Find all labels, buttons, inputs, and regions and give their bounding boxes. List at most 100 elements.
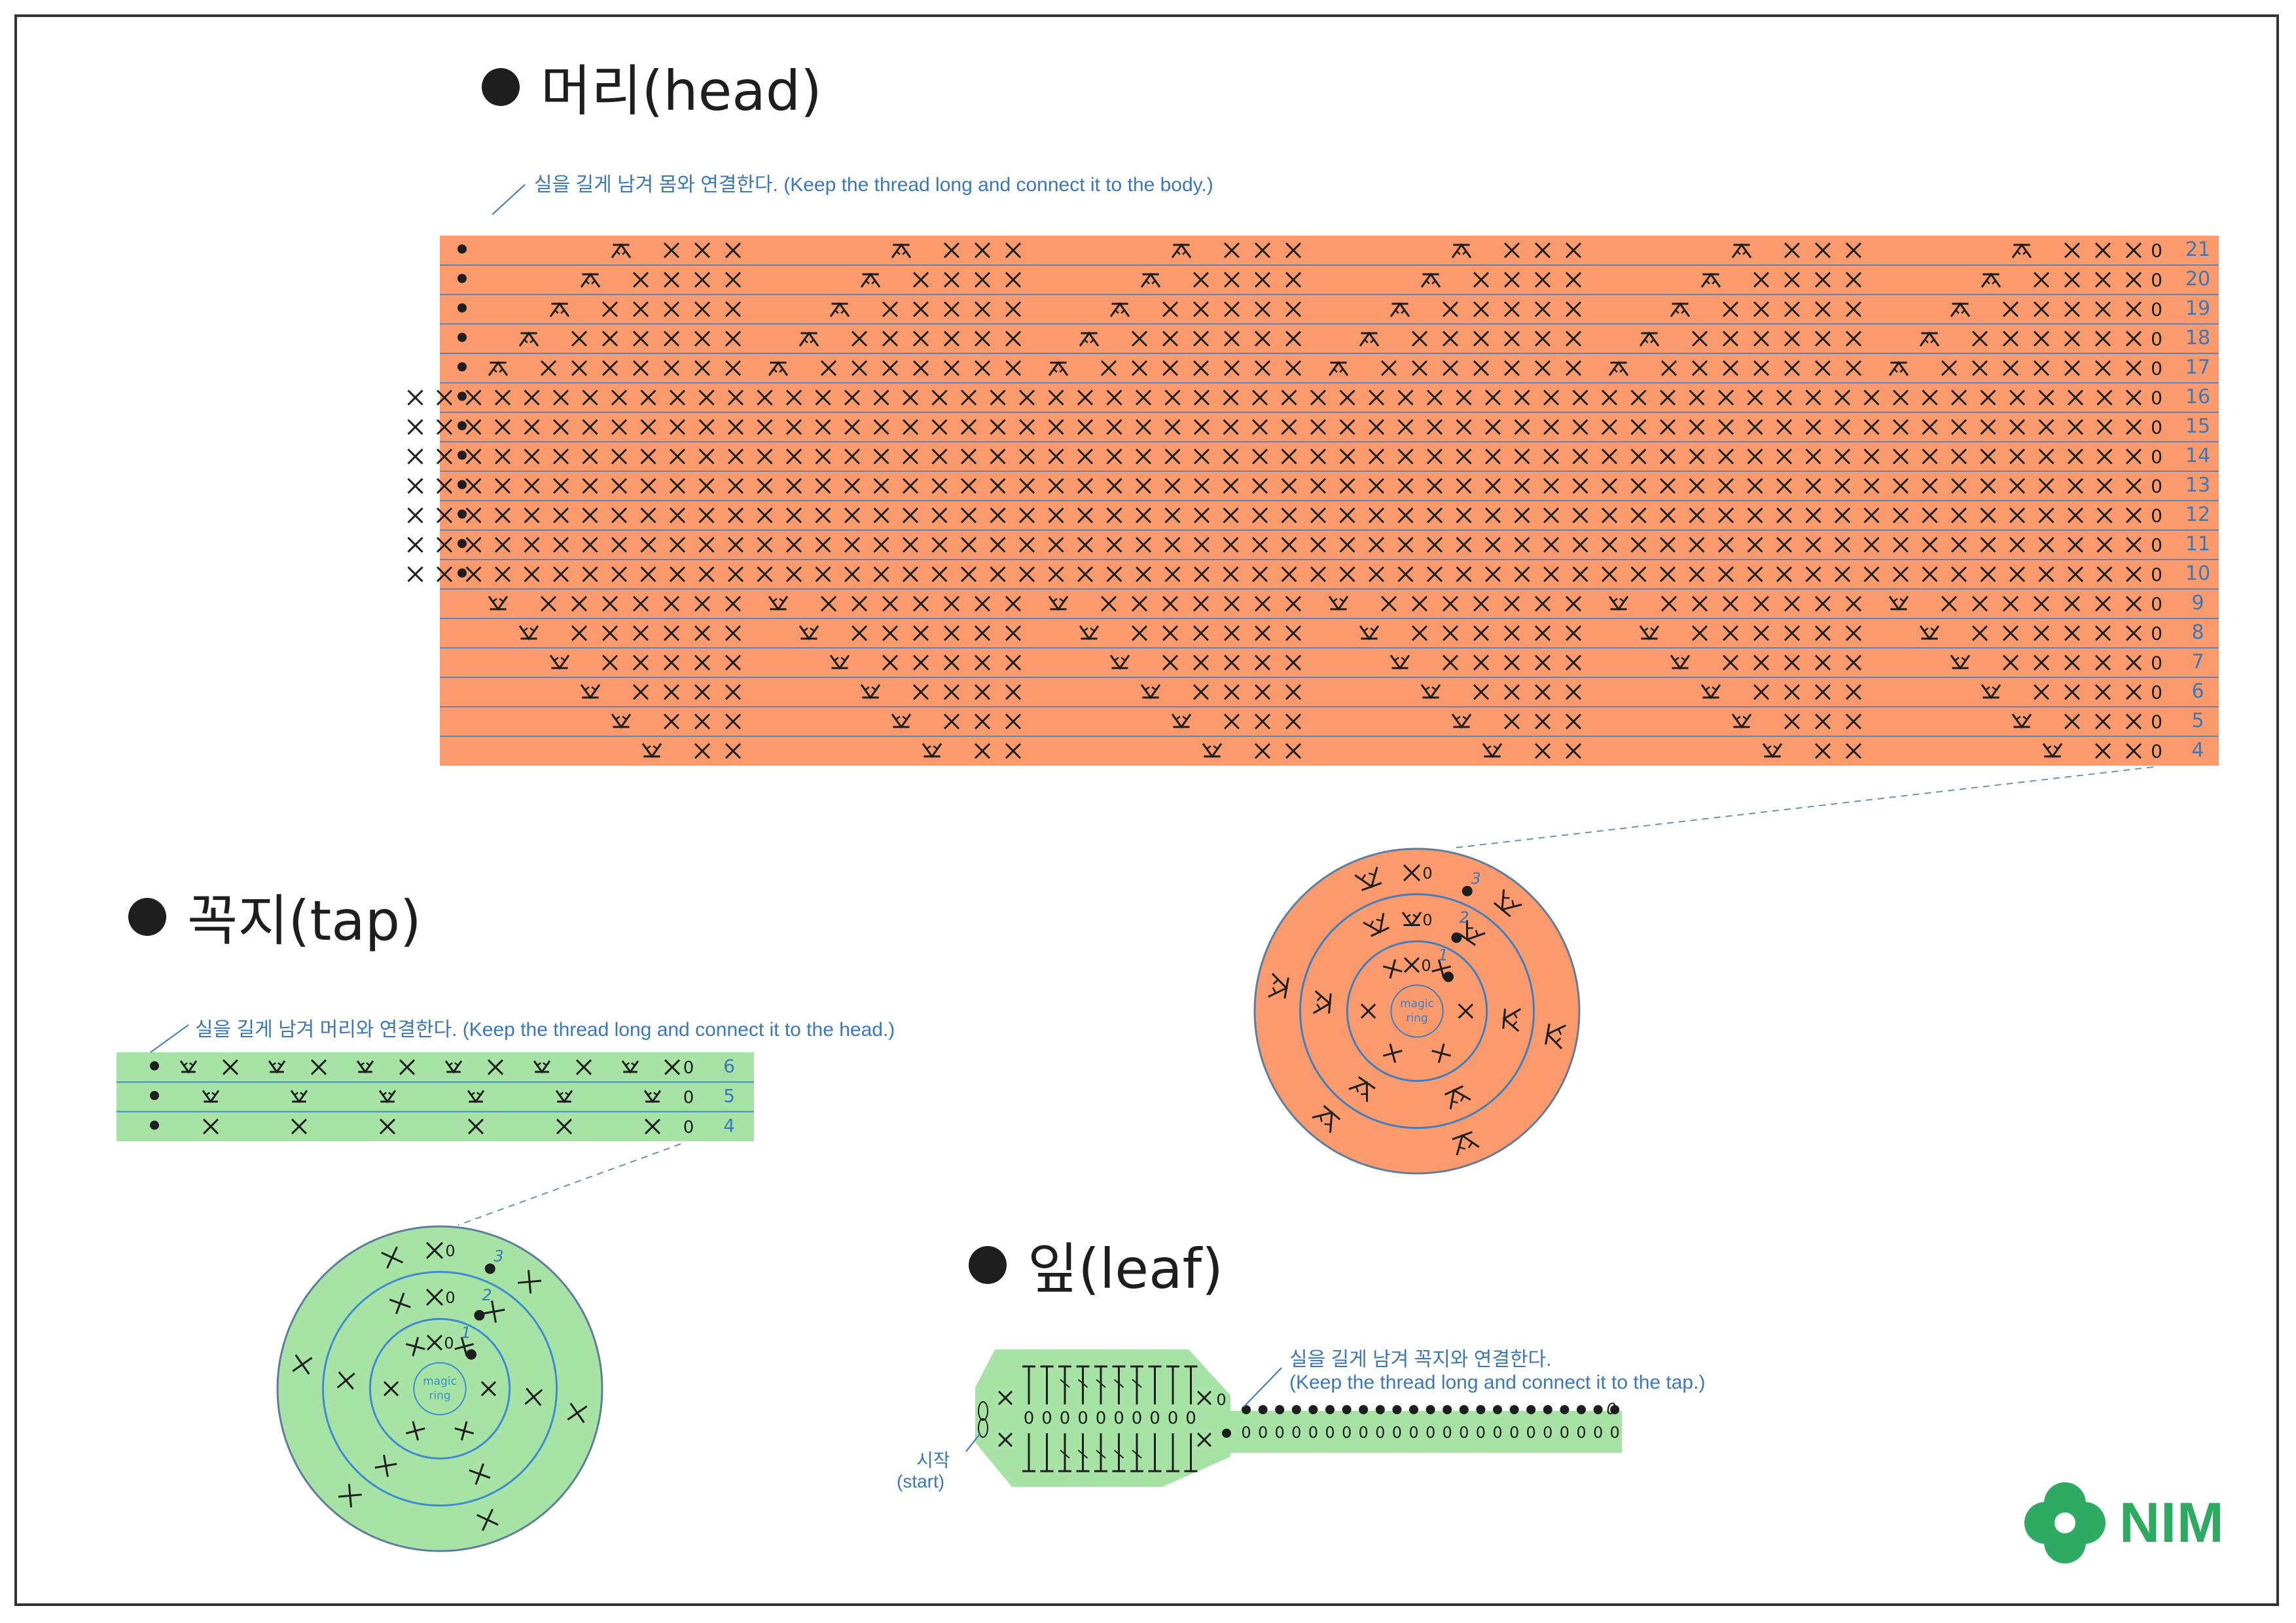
sc-stitch bbox=[974, 242, 991, 259]
sc-stitch bbox=[552, 389, 569, 406]
sc-stitch bbox=[1456, 478, 1472, 494]
sc-stitch bbox=[1484, 566, 1501, 582]
circle-round-3 bbox=[276, 1225, 603, 1552]
sc-stitch bbox=[2033, 330, 2050, 347]
sc-stitch bbox=[669, 478, 686, 494]
chain-stitch: 0 bbox=[1593, 1423, 1603, 1442]
sc-stitch bbox=[1005, 625, 1022, 641]
dec-stitch bbox=[1888, 361, 1909, 376]
sc-stitch bbox=[960, 507, 977, 524]
row-number: 14 bbox=[2185, 444, 2210, 467]
sc-stitch bbox=[1426, 419, 1443, 435]
sc-stitch bbox=[1164, 507, 1181, 524]
sc-stitch bbox=[1018, 419, 1035, 435]
sc-stitch bbox=[1572, 419, 1588, 435]
inc-stitch bbox=[1700, 684, 1721, 700]
sc-stitch bbox=[785, 389, 802, 406]
sc-stitch bbox=[632, 625, 649, 641]
leaf-note-line1: 실을 길게 남겨 꼭지와 연결한다. bbox=[1289, 1349, 1552, 1370]
sc-stitch bbox=[2094, 625, 2111, 641]
inc-stitch bbox=[1731, 713, 1752, 729]
sc-stitch bbox=[663, 272, 680, 288]
sc-stitch bbox=[1845, 596, 1862, 612]
sc-stitch bbox=[552, 419, 569, 435]
sc-stitch bbox=[1717, 419, 1734, 435]
sc-stitch bbox=[1659, 507, 1676, 524]
sc-stitch bbox=[1971, 596, 1988, 612]
inc-stitch bbox=[533, 1060, 551, 1074]
dec-stitch bbox=[798, 331, 819, 347]
magic-ring-label: magic bbox=[1400, 997, 1434, 1010]
sc-stitch bbox=[669, 448, 686, 465]
sc-stitch bbox=[407, 537, 423, 553]
sc-stitch bbox=[757, 566, 773, 582]
sc-stitch bbox=[1135, 478, 1152, 494]
sc-stitch bbox=[1980, 389, 1996, 406]
slip-stitch bbox=[1392, 1405, 1402, 1414]
inc-stitch bbox=[1312, 1105, 1341, 1133]
inc-stitch bbox=[2042, 743, 2063, 758]
stitch-tick bbox=[1060, 1450, 1070, 1459]
sc-stitch bbox=[1543, 448, 1560, 465]
sc-stitch bbox=[1543, 389, 1560, 406]
sc-stitch bbox=[943, 713, 960, 730]
inc-stitch bbox=[1328, 596, 1349, 611]
sc-stitch bbox=[1691, 596, 1708, 612]
dec-stitch bbox=[1981, 272, 2001, 288]
sc-stitch bbox=[1131, 625, 1148, 641]
sc-stitch bbox=[1689, 478, 1705, 494]
inc-stitch bbox=[1140, 684, 1161, 700]
dec-stitch bbox=[1109, 302, 1130, 317]
sc-stitch bbox=[2064, 272, 2081, 288]
stitch-tick bbox=[1077, 1379, 1088, 1388]
round-number: 2 bbox=[482, 1286, 492, 1304]
sc-stitch bbox=[436, 566, 453, 582]
slip-stitch bbox=[484, 1263, 495, 1274]
sc-stitch bbox=[882, 301, 899, 317]
inc-stitch bbox=[1502, 1008, 1522, 1032]
bullet-icon bbox=[969, 1245, 1007, 1284]
sc-stitch bbox=[851, 596, 868, 612]
sc-stitch bbox=[1310, 389, 1327, 406]
round-number: 3 bbox=[1471, 870, 1480, 888]
sc-stitch bbox=[1753, 625, 1770, 641]
sc-stitch bbox=[1565, 713, 1582, 730]
sc-stitch bbox=[1863, 389, 1880, 406]
sc-stitch bbox=[407, 507, 423, 524]
sc-stitch bbox=[1784, 713, 1801, 730]
sc-stitch bbox=[1223, 596, 1240, 612]
sc-stitch bbox=[1339, 566, 1355, 582]
sc-stitch bbox=[1784, 596, 1801, 612]
sc-stitch bbox=[1411, 596, 1428, 612]
round-number: 3 bbox=[493, 1247, 503, 1266]
sc-stitch bbox=[480, 1381, 497, 1397]
sc-stitch bbox=[1135, 566, 1152, 582]
sc-stitch bbox=[912, 654, 929, 671]
sc-stitch bbox=[1251, 537, 1268, 553]
inc-stitch bbox=[611, 713, 632, 729]
start-loop bbox=[978, 1418, 988, 1438]
sc-stitch bbox=[815, 389, 831, 406]
sc-stitch bbox=[2125, 448, 2142, 465]
sc-stitch bbox=[465, 448, 482, 465]
sc-stitch bbox=[1814, 654, 1831, 671]
slip-stitch bbox=[1325, 1405, 1335, 1414]
slip-stitch bbox=[1593, 1405, 1603, 1414]
sc-stitch bbox=[1193, 625, 1210, 641]
sc-stitch bbox=[873, 566, 889, 582]
sc-stitch bbox=[669, 507, 686, 524]
sc-stitch bbox=[1514, 507, 1530, 524]
chain-stitch: 0 bbox=[2151, 446, 2162, 468]
sc-stitch bbox=[1310, 419, 1327, 435]
sc-stitch bbox=[436, 389, 453, 406]
sc-stitch bbox=[2096, 448, 2113, 465]
sc-stitch bbox=[2002, 360, 2019, 376]
inc-stitch bbox=[1639, 625, 1660, 641]
sc-stitch bbox=[1018, 389, 1035, 406]
sc-stitch bbox=[1572, 389, 1588, 406]
chain-stitch: 0 bbox=[1308, 1423, 1318, 1442]
sc-stitch bbox=[1403, 864, 1421, 882]
sc-stitch bbox=[632, 654, 649, 671]
sc-stitch bbox=[1223, 478, 1239, 494]
